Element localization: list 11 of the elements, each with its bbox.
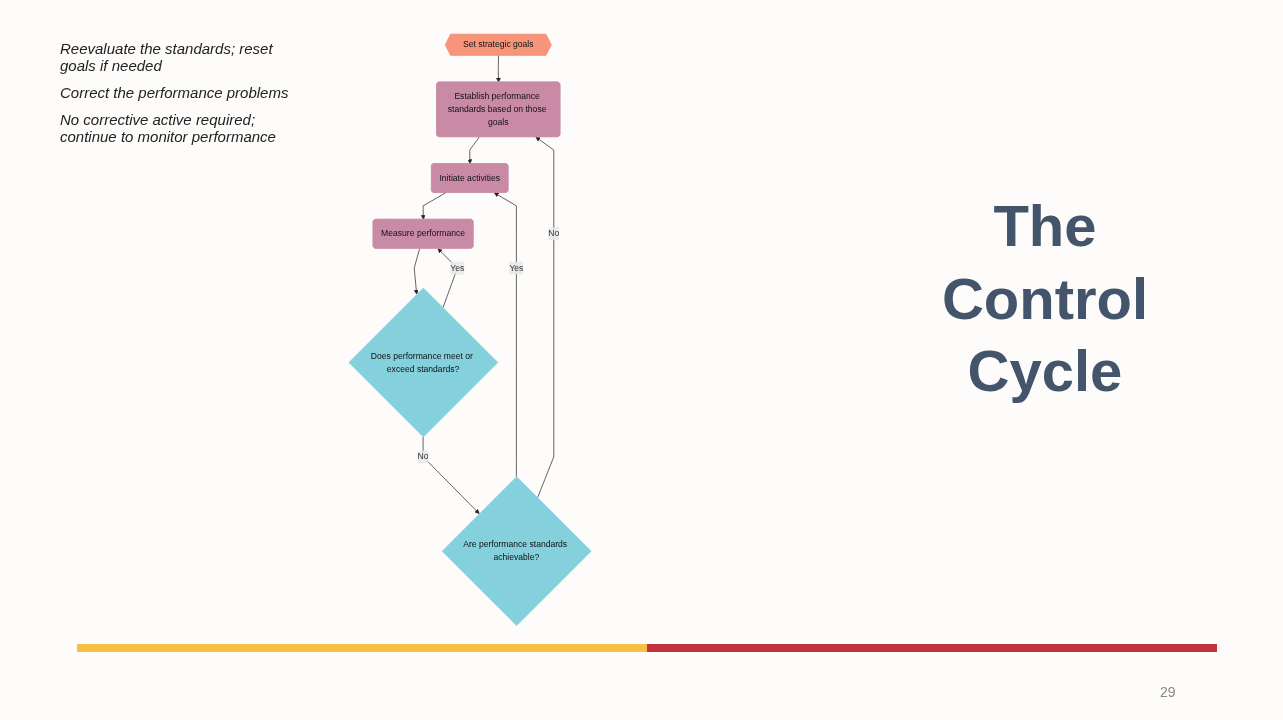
edge-label: Yes (509, 263, 524, 273)
edge-label: Yes (450, 263, 465, 273)
node-diamond: Does performance meet or exceed standards? (348, 287, 499, 438)
page-number: 29 (1160, 684, 1176, 700)
edge-label: No (548, 228, 560, 239)
annotation-note: No corrective active required; continue to monitor performance (60, 111, 277, 145)
node-diamond: Are performance standards achievable? (441, 476, 592, 626)
annotation-note: Correct the performance problems (60, 84, 290, 101)
edge-label: No (417, 451, 429, 462)
annotation-note: Reevaluate the standards; reset goals if needed (60, 40, 274, 74)
slide-title: The Control Cycle (940, 192, 1150, 405)
